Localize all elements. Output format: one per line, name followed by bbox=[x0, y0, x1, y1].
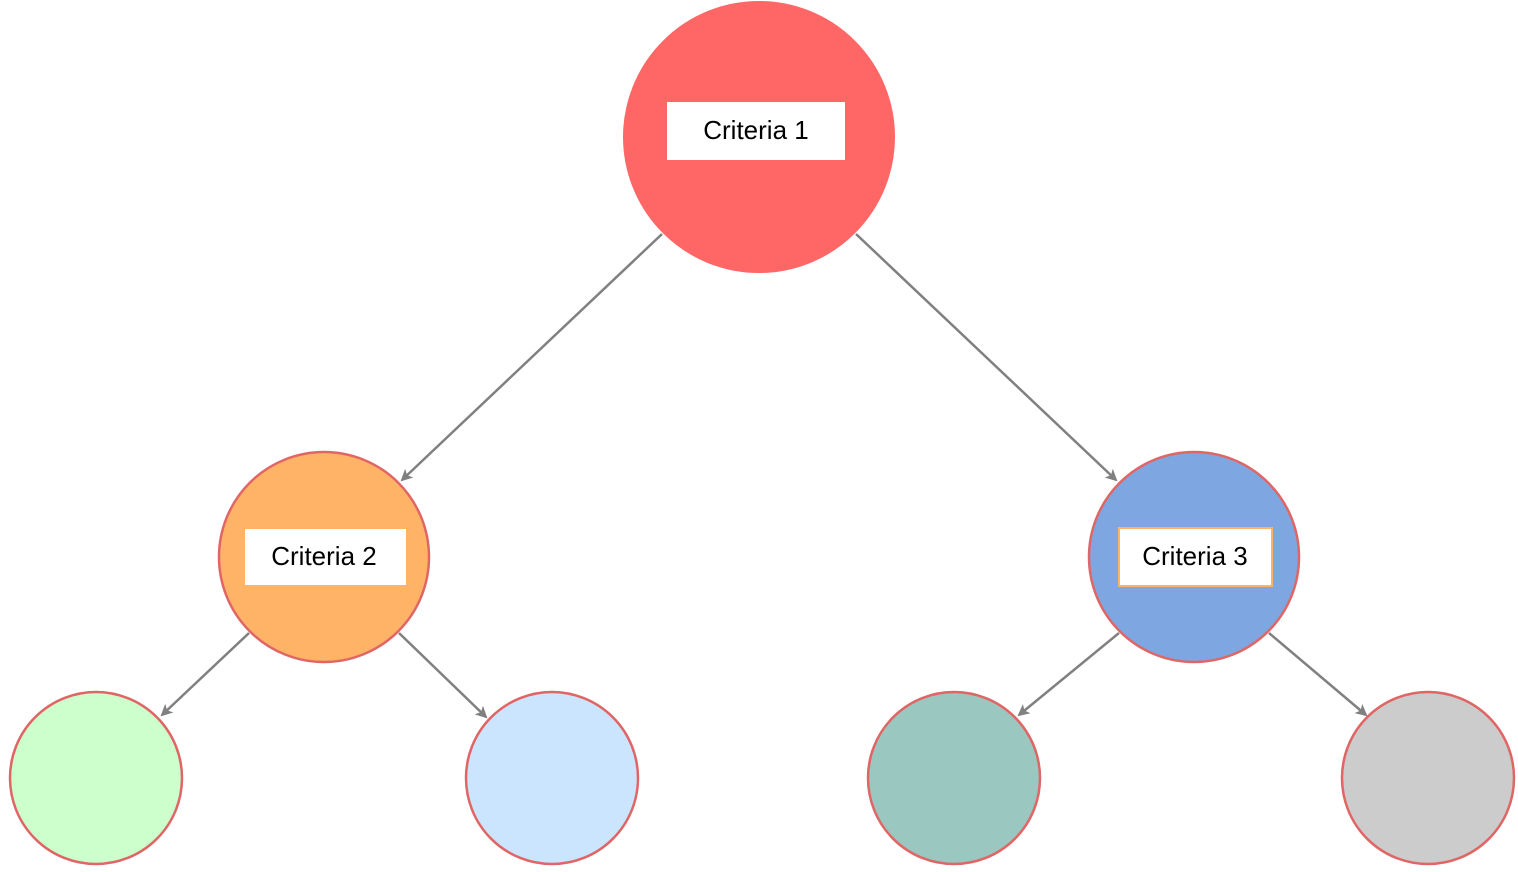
edge-root-to-left bbox=[400, 233, 663, 482]
leaf-node-3[interactable] bbox=[866, 690, 1042, 866]
edge-left-to-leaf-1 bbox=[160, 632, 250, 717]
node-criteria-2-label-box bbox=[245, 529, 406, 585]
edge-root-to-right bbox=[855, 233, 1118, 482]
node-criteria-1-label-box bbox=[667, 102, 845, 160]
edge-right-to-leaf-3 bbox=[1017, 632, 1120, 717]
node-criteria-3-label: Criteria 3 bbox=[1142, 541, 1247, 571]
leaf-node-2[interactable] bbox=[464, 690, 640, 866]
node-criteria-2[interactable]: Criteria 2 bbox=[217, 450, 431, 664]
node-criteria-2-label: Criteria 2 bbox=[271, 541, 376, 571]
node-criteria-3-label-box bbox=[1118, 527, 1273, 587]
node-criteria-1[interactable]: Criteria 1 bbox=[623, 1, 895, 273]
edge-left-to-leaf-2 bbox=[398, 632, 488, 719]
node-criteria-3[interactable]: Criteria 3 bbox=[1087, 450, 1301, 664]
edge-right-to-leaf-4 bbox=[1268, 632, 1368, 717]
leaf-node-4[interactable] bbox=[1340, 690, 1516, 866]
leaf-node-1[interactable] bbox=[8, 690, 184, 866]
edges bbox=[160, 233, 1368, 719]
node-criteria-1-label: Criteria 1 bbox=[703, 115, 808, 145]
